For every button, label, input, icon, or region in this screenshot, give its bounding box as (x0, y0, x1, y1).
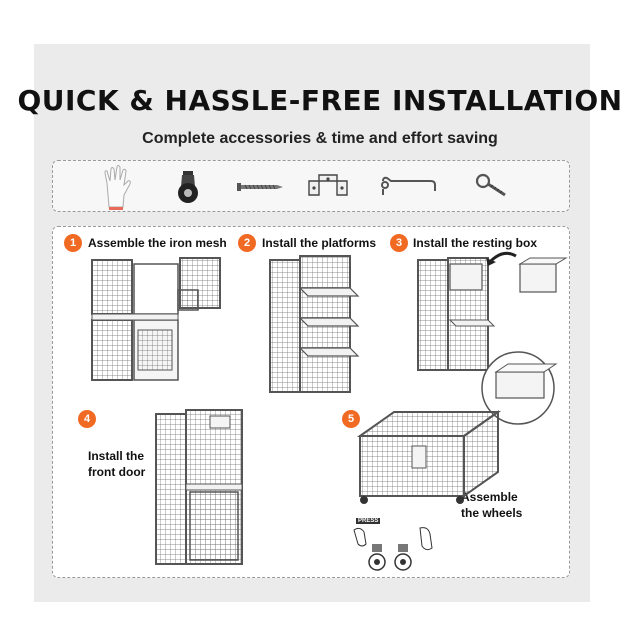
caster-wheel-icon (178, 171, 198, 203)
step-4-illustration (155, 409, 243, 565)
screw-icon (237, 183, 283, 191)
page-subtitle: Complete accessories & time and effort s… (142, 130, 498, 147)
step-5-label-line2: the wheels (461, 506, 523, 520)
step-3-label: Install the resting box (413, 236, 538, 250)
glove-icon (104, 165, 131, 210)
step-3-illustration (417, 251, 568, 425)
step-5-illustration (356, 410, 502, 504)
step-4-label: Install the front door (88, 448, 148, 480)
step-4-label-line1: Install the (88, 449, 145, 463)
wheel-detail-illustration (353, 527, 433, 571)
step-5-badge: 5 (342, 410, 360, 428)
step-1-illustration (91, 257, 221, 381)
step-5-label-line1: Assemble (461, 490, 518, 504)
hook-latch-icon (381, 176, 436, 195)
step-3-badge: 3 (390, 234, 408, 252)
page-title: QUICK & HASSLE-FREE INSTALLATION (17, 84, 623, 117)
eye-screw-icon (475, 173, 506, 197)
step-4-label-line2: front door (88, 465, 146, 479)
step-1-label: Assemble the iron mesh (88, 236, 227, 250)
accessories-box (52, 160, 570, 212)
step-2-label: Install the platforms (262, 236, 377, 250)
step-2-badge: 2 (238, 234, 256, 252)
step-1-badge: 1 (64, 234, 82, 252)
step-5-label: Assemble the wheels (461, 489, 541, 521)
bracket-icon (308, 174, 348, 196)
press-label: PRESS (356, 518, 381, 524)
step-2-illustration (269, 255, 360, 393)
step-4-badge: 4 (78, 410, 96, 428)
